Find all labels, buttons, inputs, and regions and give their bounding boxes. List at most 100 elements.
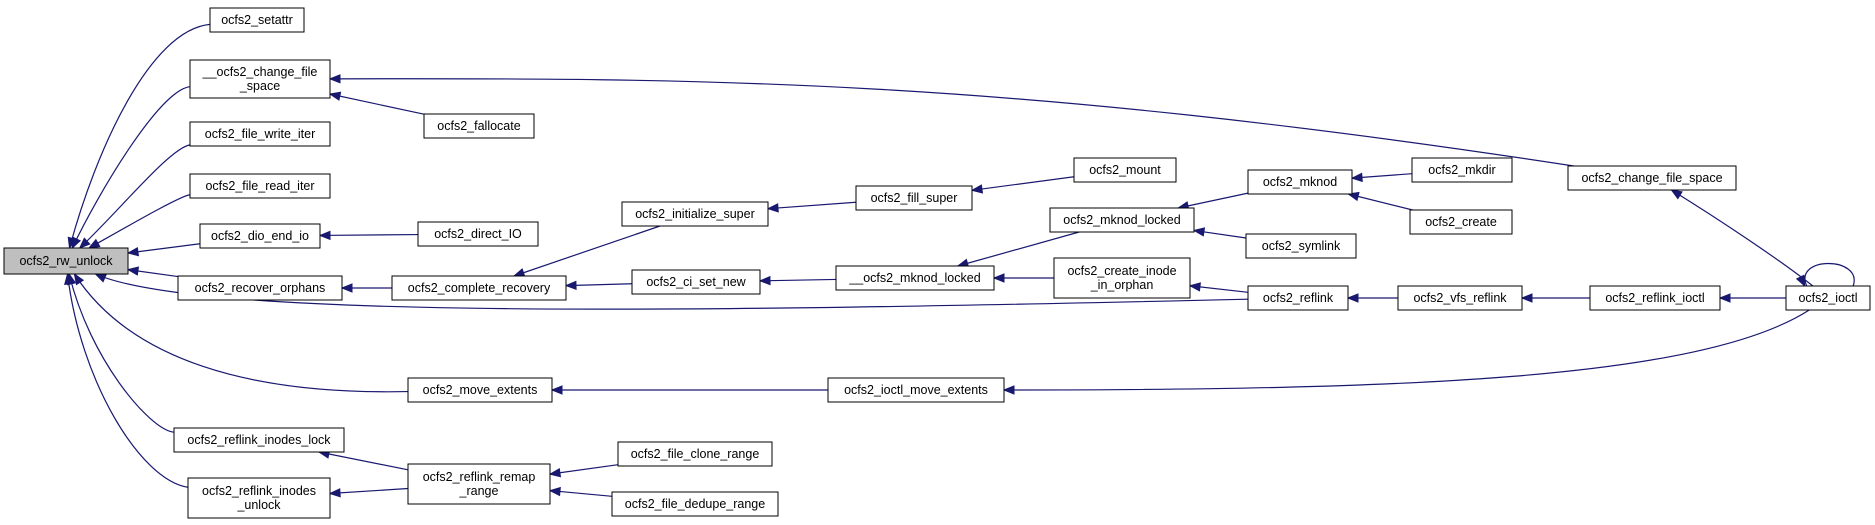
arrowhead-icon [328,91,342,101]
edge-ioctl-to-ioctl_move_extents [1002,309,1810,395]
node-label: ocfs2_rw_unlock [19,254,113,268]
node-initialize-super[interactable]: ocfs2_initialize_super [621,201,769,227]
node-rw-unlock[interactable]: ocfs2_rw_unlock [3,247,129,275]
node-mkdir[interactable]: ocfs2_mkdir [1411,157,1513,183]
node-label: ocfs2_file_read_iter [205,179,314,193]
edge-ioctl-to-ioctl [1795,262,1855,288]
node-box [1785,285,1871,311]
edge-line [971,176,1075,191]
node-fill-super[interactable]: ocfs2_fill_super [855,185,973,211]
node-reflink-remap-range[interactable]: ocfs2_reflink_remap_range [407,463,551,505]
node-label: ocfs2_file_clone_range [631,447,760,461]
node-vfs-reflink[interactable]: ocfs2_vfs_reflink [1397,285,1523,311]
node-symlink[interactable]: ocfs2_symlink [1245,233,1357,259]
node-move-extents[interactable]: ocfs2_move_extents [407,377,553,403]
node-reflink-ioctl[interactable]: ocfs2_reflink_ioctl [1589,285,1721,311]
node-label: ocfs2_fill_super [871,191,958,205]
node-box [209,7,305,33]
node-recover-orphans[interactable]: ocfs2_recover_orphans [177,275,343,301]
node-file-write-iter[interactable]: ocfs2_file_write_iter [189,121,331,147]
node-setattr[interactable]: ocfs2_setattr [209,7,305,33]
node-box [621,201,769,227]
node-box [1567,165,1737,191]
arrowhead-icon [318,230,331,241]
node-complete-recovery[interactable]: ocfs2_complete_recovery [391,275,567,301]
edge-direct_io-to-dio_end_io [318,230,419,241]
edge-line [66,273,189,488]
edge-line [95,273,1249,310]
node-ci-set-new[interactable]: ocfs2_ci_set_new [631,269,761,295]
edge-dio_end_io-to-rw_unlock [126,243,201,257]
arrowhead-icon [1520,293,1533,303]
arrowhead-icon [564,280,577,291]
arrowhead-icon [87,238,101,249]
edge-complete_recovery-to-recover_orphans [340,283,392,293]
nodes-layer: ocfs2_rw_unlock ocfs2_setattr __ocfs2_chan… [3,7,1871,519]
node-label: __ocfs2_change_file [202,65,318,79]
node-label: ocfs2_fallocate [437,119,520,133]
node-mount[interactable]: ocfs2_mount [1073,157,1177,183]
node-label: ocfs2_dio_end_io [211,229,309,243]
node-create[interactable]: ocfs2_create [1409,209,1513,235]
node-label: ocfs2_file_write_iter [205,127,315,141]
node-reflink-inodes-unlock[interactable]: ocfs2_reflink_inodes_unlock [187,477,331,519]
edge-mknod_locked_internal-to-ci_set_new [758,275,837,286]
edge-reflink_inodes_lock-to-rw_unlock [67,272,175,433]
edge-vfs_reflink-to-reflink [1346,293,1398,303]
node-mknod-locked-internal[interactable]: __ocfs2_mknod_locked [835,265,995,291]
edge-ioctl-to-reflink_ioctl [1718,293,1786,303]
node-label: ocfs2_move_extents [423,383,538,397]
node-label: _in_orphan [1090,278,1154,292]
node-file-read-iter[interactable]: ocfs2_file_read_iter [189,173,331,199]
node-box [189,173,331,199]
node-mknod[interactable]: ocfs2_mknod [1247,169,1353,195]
node-box [611,491,779,517]
arrowhead-icon [1002,385,1015,395]
arrowhead-icon [1670,189,1683,200]
node-box [407,377,553,403]
edge-line [329,78,1574,167]
node-reflink-inodes-lock[interactable]: ocfs2_reflink_inodes_lock [173,427,345,453]
node-reflink[interactable]: ocfs2_reflink [1247,285,1349,311]
arrowhead-icon [1192,227,1206,237]
edge-line [1348,193,1413,211]
node-label: _space [239,79,280,93]
node-label: ocfs2_vfs_reflink [1413,291,1507,305]
node-direct-io[interactable]: ocfs2_direct_IO [417,221,539,247]
edge-line [957,231,1080,267]
node-label: ocfs2_mknod [1263,175,1337,189]
node-fallocate[interactable]: ocfs2_fallocate [423,113,535,139]
node-file-clone-range[interactable]: ocfs2_file_clone_range [617,441,773,467]
arrowhead-icon [328,74,341,84]
node-box [1247,169,1353,195]
edge-line [1003,309,1810,391]
edge-create_inode_in_orphan-to-mknod_locked_internal [992,273,1054,283]
node-ioctl-move-extents[interactable]: ocfs2_ioctl_move_extents [827,377,1005,403]
node-dio-end-io[interactable]: ocfs2_dio_end_io [199,223,321,249]
edge-change_file_space_internal-to-rw_unlock [71,86,191,250]
node-box [423,113,535,139]
node-change-file-space-internal[interactable]: __ocfs2_change_file_space [189,59,331,99]
arrowhead-icon [71,236,82,250]
node-box [1411,157,1513,183]
node-label: ocfs2_mount [1089,163,1161,177]
node-create-inode-in-orphan[interactable]: ocfs2_create_inode_in_orphan [1053,257,1191,299]
node-label: ocfs2_setattr [221,13,293,27]
node-label: ocfs2_direct_IO [434,227,522,241]
edge-line [73,273,409,393]
node-mknod-locked[interactable]: ocfs2_mknod_locked [1049,207,1195,233]
node-box [417,221,539,247]
node-ioctl[interactable]: ocfs2_ioctl [1785,285,1871,311]
edge-ioctl_move_extents-to-move_extents [550,385,828,395]
node-box [189,121,331,147]
node-label: _unlock [236,498,281,512]
node-label: ocfs2_complete_recovery [408,281,551,295]
edge-line [329,93,425,115]
arrowhead-icon [126,266,140,276]
node-label: ocfs2_reflink_inodes_lock [187,433,331,447]
edge-line [549,464,619,475]
node-file-dedupe-range[interactable]: ocfs2_file_dedupe_range [611,491,779,517]
node-label: ocfs2_reflink_remap [423,470,536,484]
edge-line [1804,262,1855,287]
node-change-file-space[interactable]: ocfs2_change_file_space [1567,165,1737,191]
